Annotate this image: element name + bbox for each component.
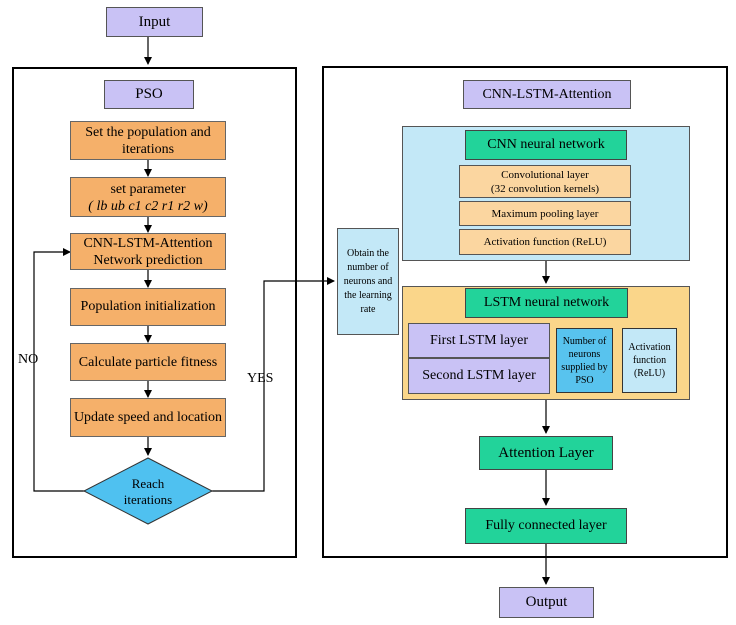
set-parameter-step: set parameter ( lb ub c1 c2 r1 r2 w) [70, 177, 226, 217]
fully-connected-label: Fully connected layer [485, 518, 607, 533]
obtain-params-label: Obtain the number of neurons and the lea… [343, 247, 393, 315]
fitness-step: Calculate particle fitness [70, 343, 226, 381]
set-population-step: Set the population and iterations [70, 121, 226, 160]
attention-layer: Attention Layer [479, 436, 613, 470]
second-lstm-layer: Second LSTM layer [408, 358, 550, 394]
update-step: Update speed and location [70, 398, 226, 437]
network-prediction-label: CNN-LSTM-Attention Network prediction [83, 235, 213, 268]
neurons-by-pso: Number of neurons supplied by PSO [556, 328, 613, 393]
set-population-label: Set the population and iterations [85, 124, 211, 157]
input-label: Input [138, 13, 171, 30]
max-pooling-label: Maximum pooling layer [491, 207, 599, 220]
population-init-label: Population initialization [80, 299, 216, 314]
first-lstm-label: First LSTM layer [430, 332, 528, 348]
obtain-params-box: Obtain the number of neurons and the lea… [337, 228, 399, 335]
network-prediction-step: CNN-LSTM-Attention Network prediction [70, 233, 226, 270]
input-box: Input [106, 7, 203, 37]
model-frame [322, 66, 728, 558]
set-parameter-label: set parameter [110, 182, 186, 197]
lstm-activation: Activation function (ReLU) [622, 328, 677, 393]
output-label: Output [525, 594, 568, 610]
yes-label: YES [247, 371, 274, 386]
conv-layer-label: Convolutional layer [501, 169, 589, 181]
pso-frame [12, 67, 297, 558]
reach-iterations-label: Reach iterations [123, 476, 173, 507]
no-label: NO [18, 352, 39, 367]
lstm-activation-label: Activation function (ReLU) [628, 342, 671, 379]
lstm-title-label: LSTM neural network [483, 295, 610, 310]
cnn-activation-label: Activation function (ReLU) [483, 236, 607, 248]
fully-connected-layer: Fully connected layer [465, 508, 627, 544]
fitness-label: Calculate particle fitness [78, 354, 218, 370]
pso-title-label: PSO [135, 86, 163, 102]
second-lstm-label: Second LSTM layer [422, 368, 536, 383]
update-label: Update speed and location [73, 410, 223, 425]
cnn-title-label: CNN neural network [487, 137, 605, 152]
population-init-step: Population initialization [70, 288, 226, 326]
output-box: Output [499, 587, 594, 618]
reach-iterations-diamond [82, 457, 214, 525]
first-lstm-layer: First LSTM layer [408, 323, 550, 358]
model-title-label: CNN-LSTM-Attention [482, 86, 612, 102]
cnn-activation: Activation function (ReLU) [459, 229, 631, 255]
cnn-title: CNN neural network [465, 130, 627, 160]
conv-kernels-label: (32 convolution kernels) [490, 183, 600, 195]
pso-title: PSO [104, 80, 194, 109]
attention-layer-label: Attention Layer [498, 444, 594, 461]
conv-layer: Convolutional layer (32 convolution kern… [459, 165, 631, 198]
lstm-title: LSTM neural network [465, 288, 628, 318]
parameter-list: ( lb ub c1 c2 r1 r2 w) [88, 199, 208, 214]
model-title: CNN-LSTM-Attention [463, 80, 631, 109]
neurons-by-pso-label: Number of neurons supplied by PSO [561, 335, 608, 386]
reach-iterations-label-wrap: Reach iterations [110, 475, 186, 509]
max-pooling-layer: Maximum pooling layer [459, 201, 631, 226]
